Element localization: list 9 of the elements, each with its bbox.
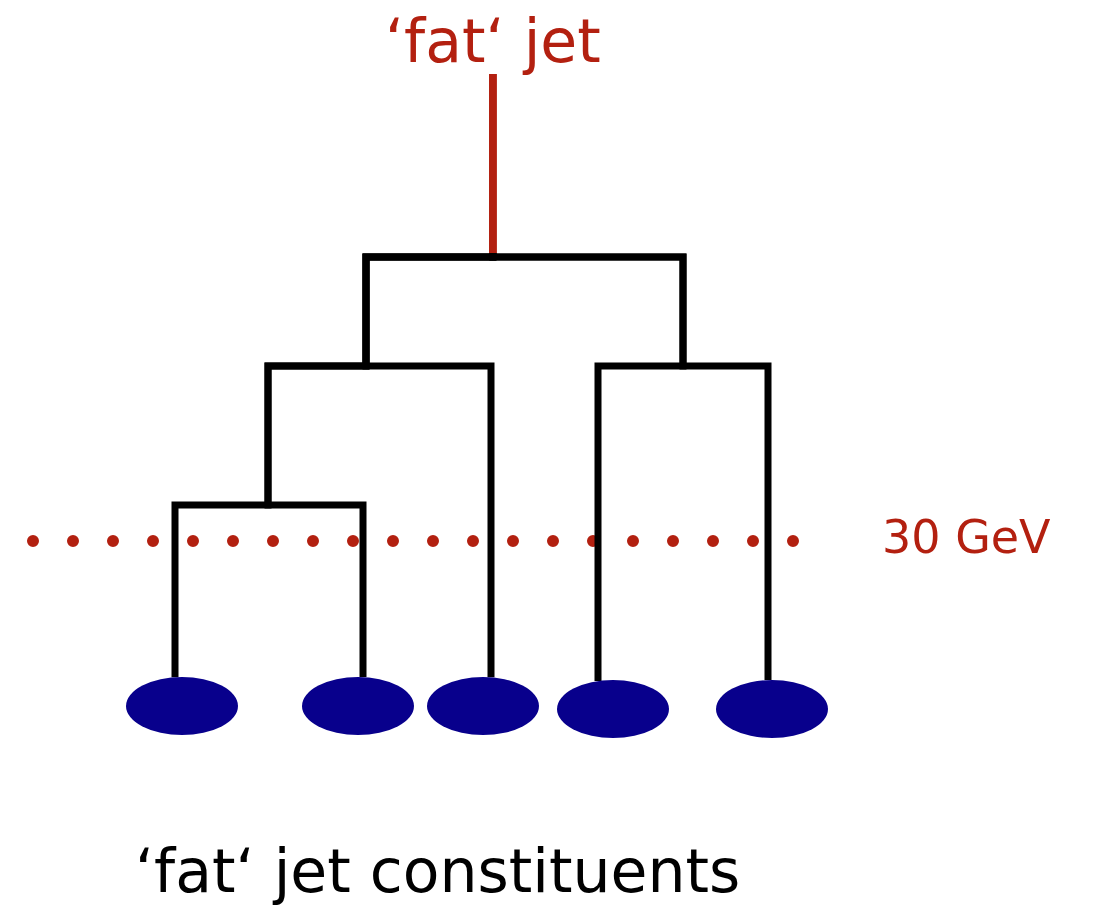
caption-text: ‘fat‘ jet constituents [135,838,741,904]
particle-ellipse [557,680,669,738]
particle-ellipse [716,680,828,738]
threshold-label: 30 GeV [882,512,1051,563]
tree-branch-line [489,74,772,681]
particle-ellipse [302,677,414,735]
jet-label: ‘fat‘ jet [385,8,601,74]
particle-ellipse [427,677,539,735]
particle-ellipse [126,677,238,735]
